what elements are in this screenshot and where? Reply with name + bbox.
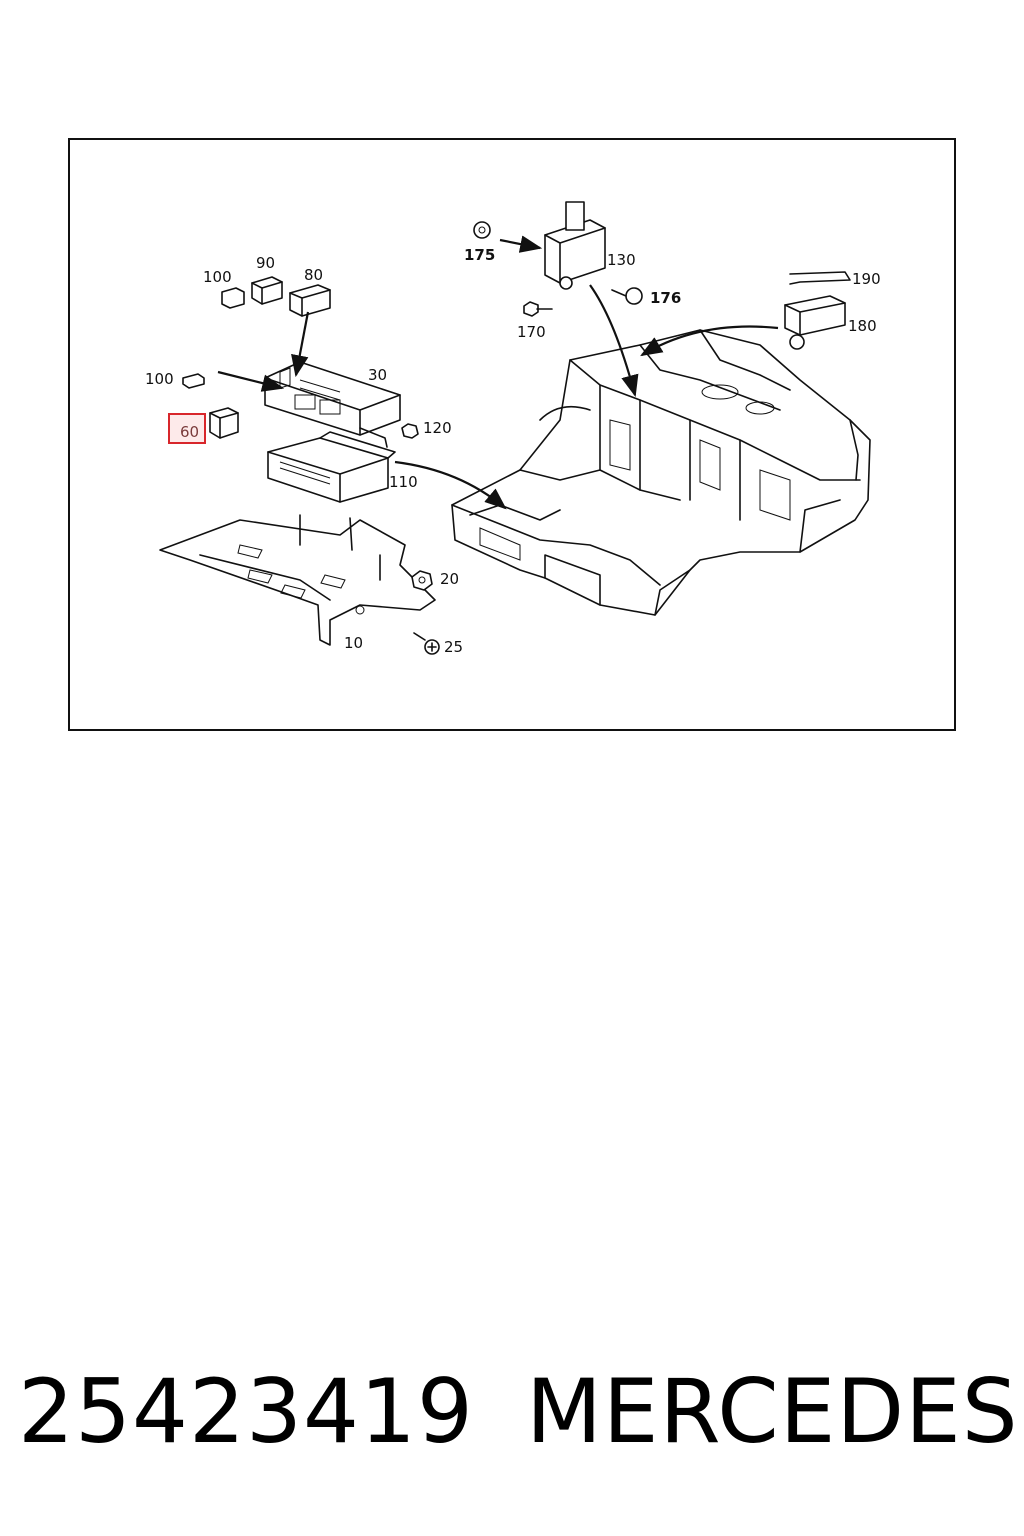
fuse-part-100-top [221, 287, 245, 309]
relay-part-90 [251, 276, 283, 305]
callout-175: 175 [464, 246, 495, 264]
clip-part-190 [789, 271, 851, 285]
callout-130: 130 [607, 251, 636, 269]
exploded-parts-diagram: 100 90 80 100 30 120 110 20 25 10 175 13… [145, 201, 881, 656]
screw-part-25 [413, 632, 440, 655]
relay-part-60 [209, 407, 239, 439]
fuse-box-part-30 [264, 361, 401, 448]
control-module-part-110 [267, 431, 396, 503]
callout-60: 60 [180, 423, 199, 441]
nut-part-175 [473, 221, 491, 239]
callout-190: 190 [852, 270, 881, 288]
callout-170: 170 [517, 323, 546, 341]
nut-part-20 [411, 570, 433, 591]
callout-10: 10 [344, 634, 363, 652]
callout-80: 80 [304, 266, 323, 284]
bolt-part-170 [523, 301, 553, 317]
brand-name: MERCEDES [526, 1360, 1019, 1463]
callout-120: 120 [423, 419, 452, 437]
callout-176: 176 [650, 289, 681, 307]
sensor-module-part-130 [544, 201, 606, 290]
part-number: 25423419 [18, 1360, 474, 1463]
bolt-part-176 [611, 287, 643, 305]
callout-180: 180 [848, 317, 877, 335]
car-body-shell [451, 329, 871, 616]
footer-caption: 25423419 MERCEDES [0, 1360, 1024, 1470]
callout-100-left: 100 [145, 370, 174, 388]
bracket-part-10 [159, 514, 436, 646]
highlighted-callout-60[interactable]: 60 [168, 413, 206, 444]
nut-part-120 [401, 423, 419, 439]
fuse-part-100-left [182, 373, 205, 389]
callout-110: 110 [389, 473, 418, 491]
callout-90: 90 [256, 254, 275, 272]
module-part-180 [784, 295, 846, 350]
callout-25: 25 [444, 638, 463, 656]
callout-30: 30 [368, 366, 387, 384]
relay-part-80 [289, 284, 331, 317]
callout-20: 20 [440, 570, 459, 588]
callout-100-top: 100 [203, 268, 232, 286]
